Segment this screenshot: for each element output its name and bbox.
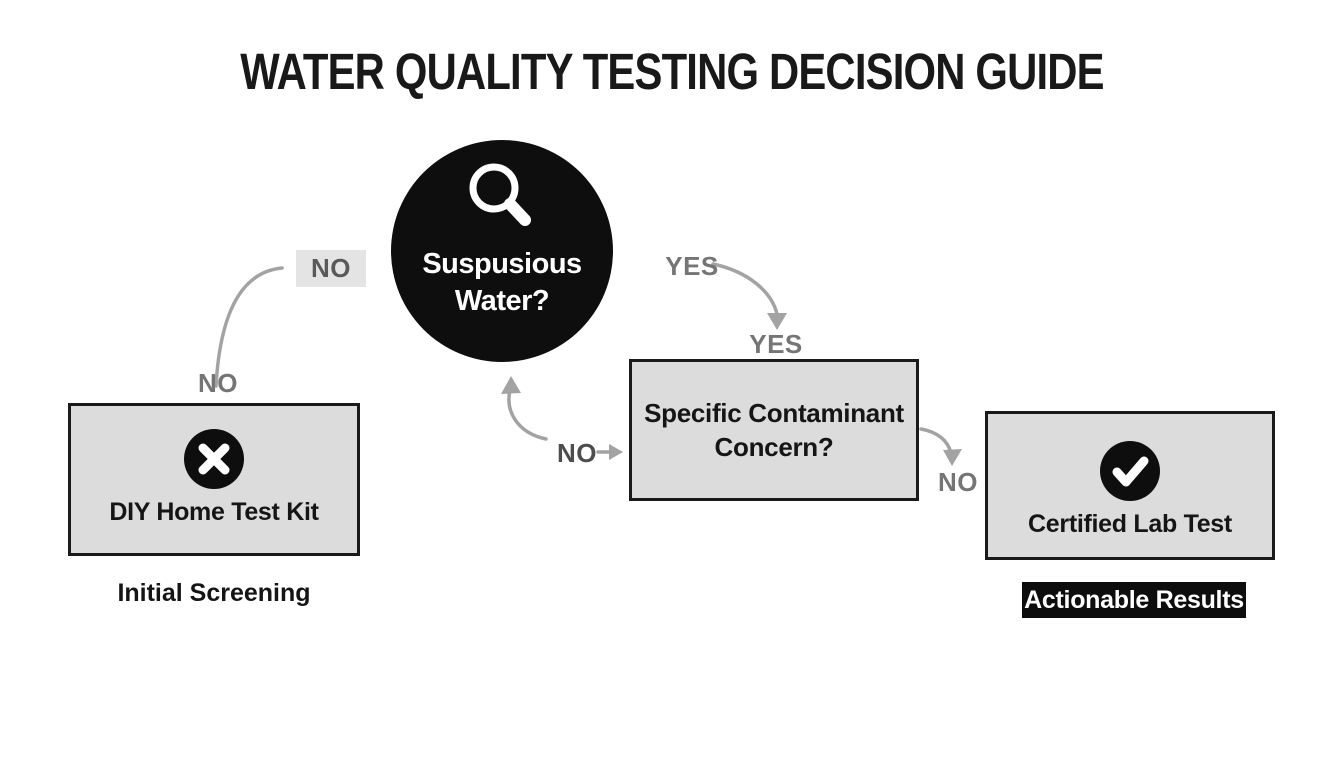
page-title: WATER QUALITY TESTING DECISION GUIDE [240, 43, 1104, 100]
label-no-boxed: NO [296, 250, 366, 287]
label-no-left: NO [198, 368, 238, 398]
contaminant-label-line1: Specific Contaminant [644, 398, 904, 428]
check-icon [1100, 441, 1160, 501]
label-yes-upper: YES [665, 251, 719, 281]
no-up-curve-arrowhead [501, 376, 521, 394]
start-node: Suspusious Water? [391, 140, 613, 362]
no-right-curve [919, 427, 953, 455]
label-no-right: NO [938, 467, 978, 497]
x-icon [184, 429, 244, 489]
contaminant-node: Specific Contaminant Concern? [629, 359, 919, 501]
start-node-line2: Water? [454, 285, 550, 317]
no-right-curve-arrowhead [943, 449, 962, 466]
start-node-label: Suspusious Water? [391, 246, 613, 320]
diy-node-label: DIY Home Test Kit [109, 498, 319, 526]
lab-node: Certified Lab Test [985, 411, 1275, 560]
label-no-mid: NO [557, 438, 597, 468]
lab-node-label: Certified Lab Test [1028, 510, 1232, 538]
yes-curve-arrowhead [767, 313, 787, 330]
no-mid-arrowhead [609, 444, 623, 460]
label-yes-lower: YES [749, 329, 803, 359]
start-node-line1: Suspusious [422, 248, 582, 280]
results-badge: Actionable Results [1022, 582, 1246, 618]
contaminant-label-line2: Concern? [714, 432, 834, 462]
magnifier-icon [469, 163, 531, 226]
diy-node: DIY Home Test Kit [68, 403, 360, 556]
no-up-curve [507, 388, 548, 441]
diy-caption: Initial Screening [117, 579, 311, 607]
